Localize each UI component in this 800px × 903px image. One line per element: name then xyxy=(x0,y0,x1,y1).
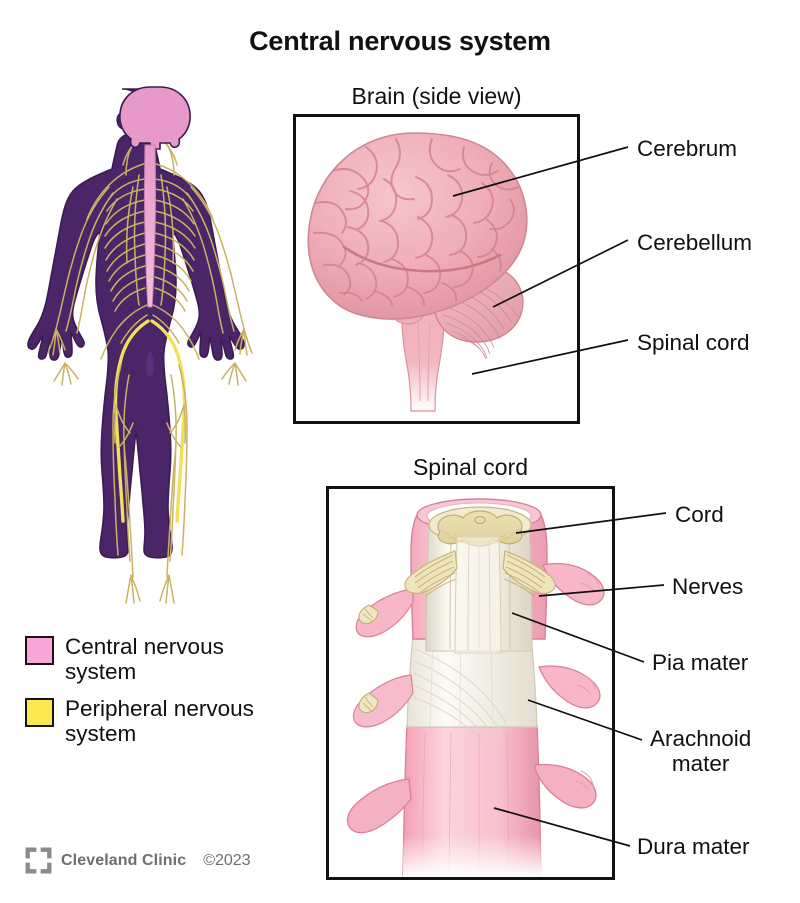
pia-mater xyxy=(454,536,502,654)
footer: Cleveland Clinic ©2023 xyxy=(25,847,251,874)
legend-item-pns: Peripheral nervous system xyxy=(25,696,295,747)
callout-cerebellum: Cerebellum xyxy=(637,230,753,255)
page-title: Central nervous system xyxy=(249,26,551,56)
callout-pia-mater: Pia mater xyxy=(652,650,749,675)
callout-cerebrum: Cerebrum xyxy=(637,136,738,161)
yellow-swatch xyxy=(25,697,54,727)
callout-arachnoid-mater: Arachnoid mater xyxy=(650,726,752,777)
brain-illustration xyxy=(307,132,528,412)
copyright: ©2023 xyxy=(203,851,251,869)
legend-item-cns: Central nervous system xyxy=(25,634,295,685)
brain-panel xyxy=(293,114,580,424)
callout-cord: Cord xyxy=(675,502,724,527)
spinal-panel-caption: Spinal cord xyxy=(412,454,529,480)
callout-dura-mater: Dura mater xyxy=(637,834,750,859)
callout-spinal-cord: Spinal cord xyxy=(637,330,750,355)
spinal-cord-illustration xyxy=(346,498,605,877)
cns-highlight xyxy=(119,86,191,308)
legend-label-pns: Peripheral nervous system xyxy=(65,695,254,747)
legend-label-cns: Central nervous system xyxy=(65,634,224,685)
cleveland-clinic-logo xyxy=(25,847,52,874)
pink-swatch xyxy=(25,636,54,665)
brain-panel-caption: Brain (side view) xyxy=(351,83,522,109)
legend: Central nervous system Peripheral nervou… xyxy=(25,634,295,758)
callout-nerves: Nerves xyxy=(672,574,744,599)
human-nervous-system-figure xyxy=(27,86,253,604)
brand-name: Cleveland Clinic xyxy=(61,851,187,869)
spinal-cord-panel xyxy=(326,486,615,880)
